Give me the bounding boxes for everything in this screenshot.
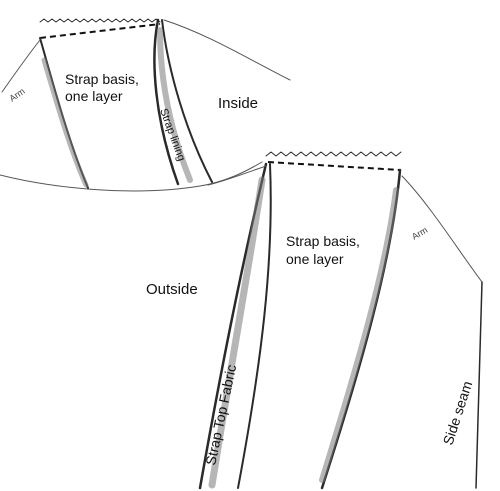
label-strap-basis-top-1: Strap basis,: [65, 71, 139, 87]
outside-left-curve: [207, 165, 267, 186]
top-bottom-curve: [0, 161, 263, 192]
label-strap-basis-top-2: one layer: [65, 88, 123, 104]
top-arm-curve: [1, 39, 41, 93]
label-strap-lining: Strap lining: [157, 107, 187, 163]
label-outside: Outside: [146, 281, 198, 298]
label-inside: Inside: [218, 95, 258, 112]
top-strap-left-edge: [39, 37, 89, 189]
top-zigzag-edge: [39, 18, 161, 23]
strap-lining-edge-left: [153, 18, 180, 186]
side-seam-line: [475, 281, 483, 489]
label-side-seam: Side seam: [440, 379, 476, 447]
label-strap-basis-bottom-1: Strap basis,: [286, 233, 360, 249]
label-arm-top: Arm: [7, 86, 26, 104]
top-dashed-foldline: [39, 23, 161, 39]
top-neck-curve: [163, 19, 291, 81]
strap-lining-edge-right: [161, 19, 213, 183]
top-pattern-piece: [0, 18, 291, 192]
label-arm-bottom: Arm: [410, 225, 429, 242]
bottom-zigzag-edge: [265, 151, 402, 157]
label-strap-basis-bottom-2: one layer: [286, 251, 344, 267]
bottom-pattern-piece: [198, 151, 483, 490]
bottom-dashed-foldline: [267, 161, 401, 171]
label-strap-top-fabric: Strap Top Fabric: [202, 363, 239, 467]
bottom-arm-curve: [401, 175, 483, 283]
strap-top-fabric-edge-right: [237, 163, 272, 489]
